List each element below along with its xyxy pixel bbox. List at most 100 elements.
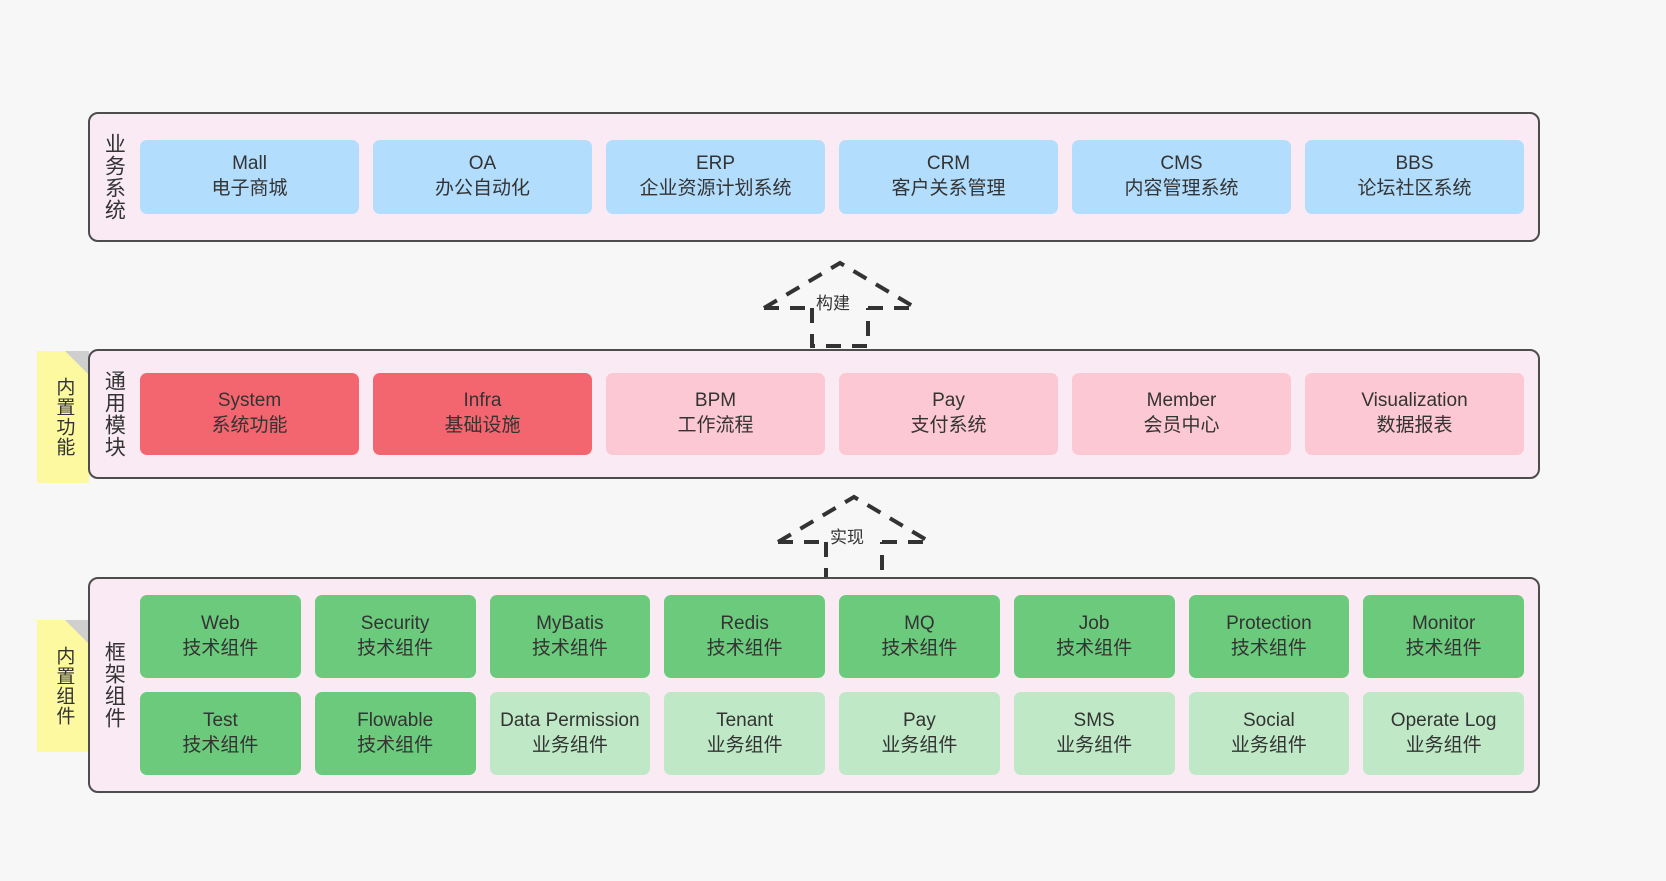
card-title-en: Member (1146, 390, 1217, 412)
framework-card-redis[interactable]: Redis 技术组件 (664, 595, 825, 678)
framework-card-test[interactable]: Test 技术组件 (140, 692, 301, 775)
framework-card-mybatis[interactable]: MyBatis 技术组件 (489, 595, 651, 678)
card-title-en: Social (1243, 709, 1295, 731)
connector-build-label: 构建 (816, 294, 850, 313)
framework-card-job[interactable]: Job 技术组件 (1013, 595, 1175, 678)
framework-card-tenant[interactable]: Tenant 业务组件 (664, 692, 825, 775)
card-title-en: Flowable (357, 709, 434, 731)
card-title-en: Security (360, 612, 430, 634)
note-builtin-component-label: 内置组件 (53, 646, 75, 726)
card-title-en: SMS (1073, 709, 1115, 731)
layer-modules-body: System 系统功能 Infra 基础设施 BPM 工作流程 Pay 支付系统… (136, 351, 1538, 477)
card-title-en: MyBatis (536, 612, 604, 634)
framework-card-social[interactable]: Social 业务组件 (1188, 692, 1350, 775)
layer-framework-title: 框架组件 (102, 641, 126, 729)
card-title-en: CMS (1160, 153, 1203, 175)
card-title-cn: 办公自动化 (434, 178, 530, 199)
module-card-bpm[interactable]: BPM 工作流程 (606, 373, 825, 455)
connector-build: 构建 (752, 258, 928, 348)
framework-card-security[interactable]: Security 技术组件 (314, 595, 476, 678)
framework-card-pay[interactable]: Pay 业务组件 (839, 692, 1000, 775)
card-title-en: Pay (903, 709, 936, 731)
framework-card-operate-log[interactable]: Operate Log 业务组件 (1363, 692, 1524, 775)
layer-business-body: Mall 电子商城 OA 办公自动化 ERP 企业资源计划系统 CRM 客户关系… (136, 114, 1538, 240)
business-card-mall[interactable]: Mall 电子商城 (140, 140, 359, 214)
card-title-en: CRM (926, 153, 971, 175)
module-card-visualization[interactable]: Visualization 数据报表 (1305, 373, 1524, 455)
card-title-cn: 技术组件 (531, 637, 608, 659)
layer-general-modules: 通用模块 System 系统功能 Infra 基础设施 BPM 工作流程 Pay… (88, 349, 1540, 479)
card-title-en: Web (201, 612, 240, 634)
framework-card-protection[interactable]: Protection 技术组件 (1188, 595, 1350, 678)
framework-row-tech: Web 技术组件 Security 技术组件 MyBatis 技术组件 Redi… (140, 595, 1524, 678)
module-card-infra[interactable]: Infra 基础设施 (373, 373, 592, 455)
card-title-en: OA (468, 153, 497, 175)
card-title-cn: 企业资源计划系统 (639, 178, 792, 199)
note-fold-corner-icon (65, 620, 89, 644)
card-title-en: System (217, 390, 282, 412)
framework-card-flowable[interactable]: Flowable 技术组件 (314, 692, 476, 775)
card-title-cn: 系统功能 (211, 415, 288, 436)
card-title-en: Test (202, 709, 238, 731)
card-title-cn: 技术组件 (706, 637, 783, 659)
card-title-cn: 电子商城 (211, 178, 288, 199)
connector-implement: 实现 (766, 492, 942, 582)
card-title-cn: 业务组件 (1405, 734, 1482, 756)
card-title-cn: 业务组件 (1056, 734, 1133, 756)
note-builtin-component: 内置组件 (37, 620, 89, 752)
framework-card-monitor[interactable]: Monitor 技术组件 (1363, 595, 1524, 678)
card-title-cn: 会员中心 (1143, 415, 1220, 436)
framework-row-biz: Test 技术组件 Flowable 技术组件 Data Permission … (140, 692, 1524, 775)
card-title-en: Mall (232, 153, 267, 175)
framework-card-data-permission[interactable]: Data Permission 业务组件 (489, 692, 651, 775)
connector-implement-label: 实现 (830, 528, 864, 547)
framework-card-sms[interactable]: SMS 业务组件 (1013, 692, 1175, 775)
card-title-cn: 技术组件 (1230, 637, 1307, 659)
card-title-en: BPM (694, 390, 737, 412)
card-title-cn: 技术组件 (1405, 637, 1482, 659)
card-title-cn: 技术组件 (1056, 637, 1133, 659)
generalization-arrow-icon (762, 260, 918, 348)
card-title-en: BBS (1395, 153, 1434, 175)
module-card-system[interactable]: System 系统功能 (140, 373, 359, 455)
card-title-cn: 业务组件 (706, 734, 783, 756)
business-card-cms[interactable]: CMS 内容管理系统 (1072, 140, 1291, 214)
framework-card-web[interactable]: Web 技术组件 (140, 595, 301, 678)
modules-row: System 系统功能 Infra 基础设施 BPM 工作流程 Pay 支付系统… (140, 373, 1524, 455)
business-card-erp[interactable]: ERP 企业资源计划系统 (606, 140, 825, 214)
layer-business-title: 业务系统 (102, 133, 126, 221)
card-title-en: Data Permission (500, 709, 640, 731)
framework-card-mq[interactable]: MQ 技术组件 (839, 595, 1000, 678)
card-title-cn: 基础设施 (444, 415, 521, 436)
card-title-cn: 技术组件 (357, 734, 434, 756)
layer-framework-components: 框架组件 Web 技术组件 Security 技术组件 MyBatis 技术组件… (88, 577, 1540, 793)
note-fold-corner-icon (65, 351, 89, 375)
layer-modules-title: 通用模块 (102, 370, 126, 458)
card-title-cn: 技术组件 (182, 637, 259, 659)
business-card-oa[interactable]: OA 办公自动化 (373, 140, 592, 214)
business-card-bbs[interactable]: BBS 论坛社区系统 (1305, 140, 1524, 214)
card-title-en: Tenant (716, 709, 774, 731)
card-title-cn: 论坛社区系统 (1357, 178, 1472, 199)
note-builtin-function: 内置功能 (37, 351, 89, 483)
card-title-en: ERP (695, 153, 736, 175)
card-title-cn: 技术组件 (182, 734, 259, 756)
card-title-cn: 支付系统 (910, 415, 987, 436)
card-title-en: Monitor (1411, 612, 1476, 634)
module-card-pay[interactable]: Pay 支付系统 (839, 373, 1058, 455)
card-title-cn: 业务组件 (531, 734, 608, 756)
card-title-en: Infra (463, 390, 502, 412)
card-title-en: Operate Log (1390, 709, 1497, 731)
business-card-crm[interactable]: CRM 客户关系管理 (839, 140, 1058, 214)
card-title-en: MQ (904, 612, 935, 634)
card-title-cn: 业务组件 (1230, 734, 1307, 756)
card-title-cn: 内容管理系统 (1124, 178, 1239, 199)
card-title-cn: 技术组件 (357, 637, 434, 659)
card-title-cn: 技术组件 (881, 637, 958, 659)
card-title-cn: 工作流程 (677, 415, 754, 436)
module-card-member[interactable]: Member 会员中心 (1072, 373, 1291, 455)
card-title-en: Pay (932, 390, 965, 412)
business-row: Mall 电子商城 OA 办公自动化 ERP 企业资源计划系统 CRM 客户关系… (140, 140, 1524, 214)
layer-business-systems: 业务系统 Mall 电子商城 OA 办公自动化 ERP 企业资源计划系统 CRM… (88, 112, 1540, 242)
